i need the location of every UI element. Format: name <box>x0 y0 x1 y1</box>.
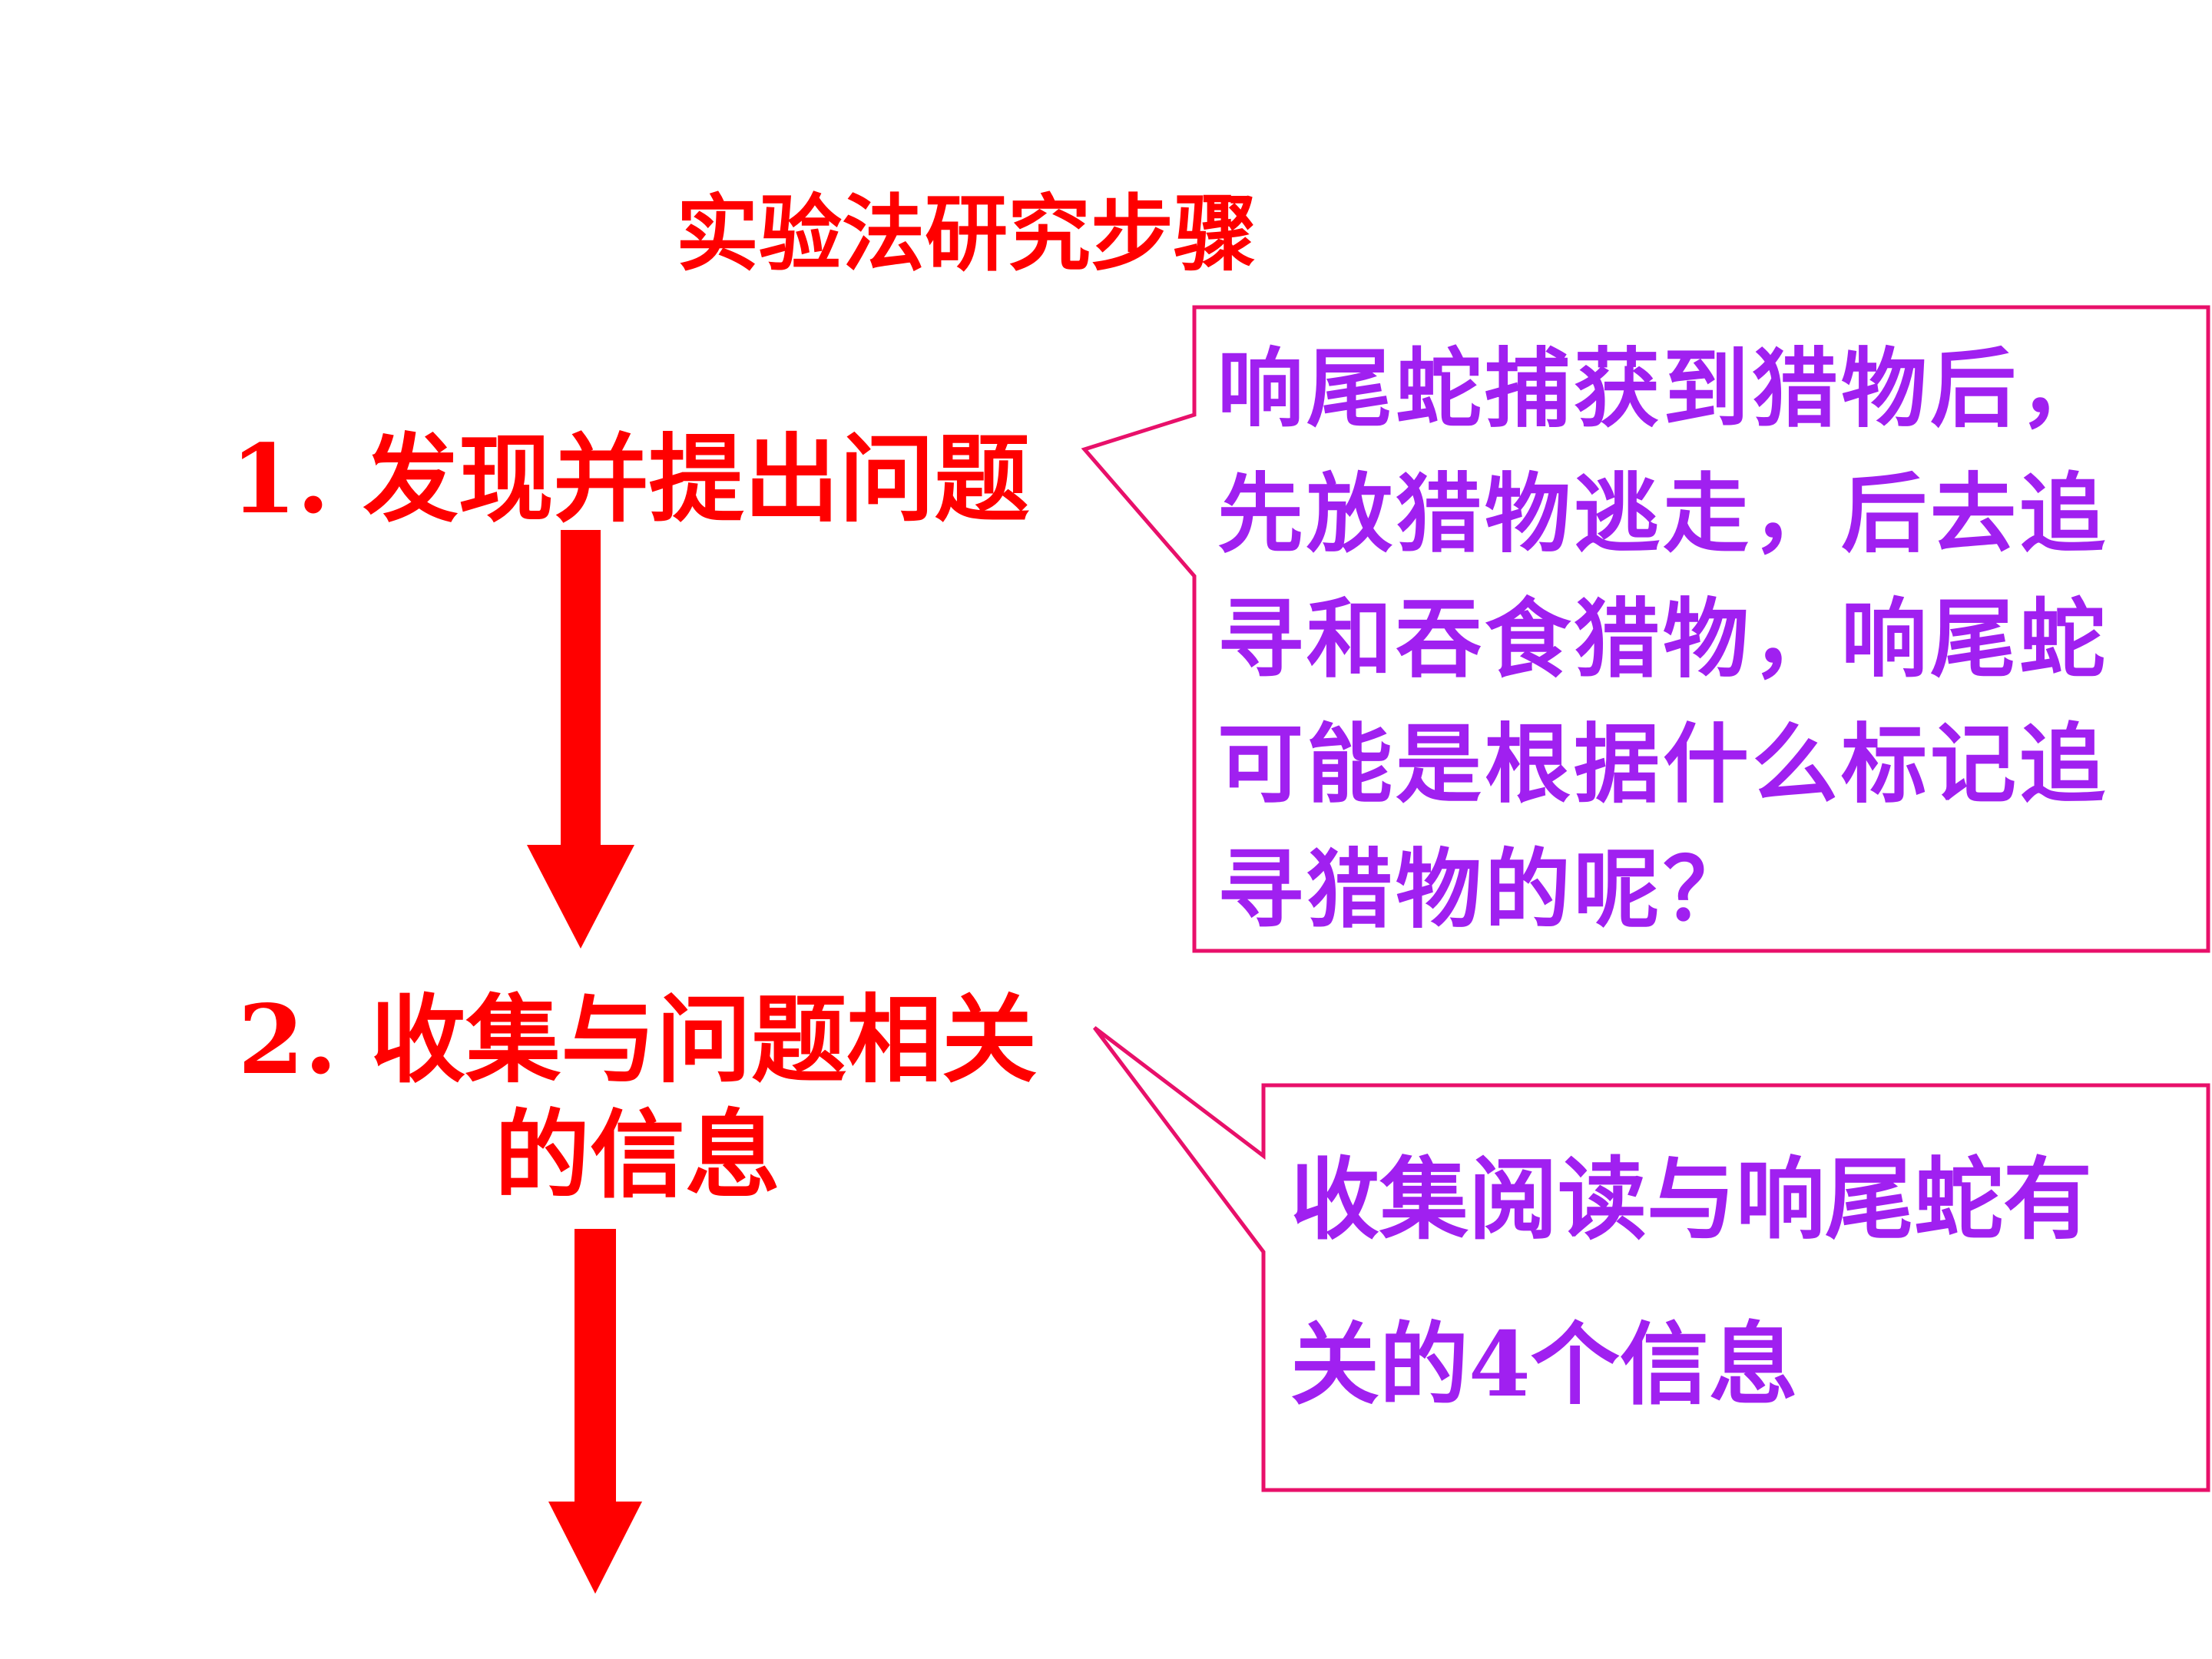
callout-box-1 <box>1081 305 2210 953</box>
step-2-label-line-2: 的信息 <box>494 1100 780 1211</box>
callout-2-text-line-1: 收集阅读与响尾蛇有 <box>1290 1147 2092 1252</box>
callout-1-text: 响尾蛇捕获到猎物后，先放猎物逃走，后去追寻和吞食猎物，响尾蛇可能是根据什么标记追… <box>1217 339 2108 940</box>
callout-2-text-line-2: 关的4个信息 <box>1290 1313 1798 1417</box>
step-2-label: 2. 收集与问题相关 的信息 <box>207 983 1068 1214</box>
flow-arrow-2 <box>548 1229 642 1594</box>
step-1-label: 1. 发现并提出问题 <box>230 424 1030 535</box>
slide-title: 实验法研究步骤 <box>676 186 1257 283</box>
flow-arrow-1 <box>527 530 634 949</box>
callout-2-text: 收集阅读与响尾蛇有 关的4个信息 <box>1290 1118 2174 1448</box>
callout-box-2 <box>1093 1026 2210 1492</box>
step-2-label-line-1: 2. 收集与问题相关 <box>237 985 1038 1096</box>
